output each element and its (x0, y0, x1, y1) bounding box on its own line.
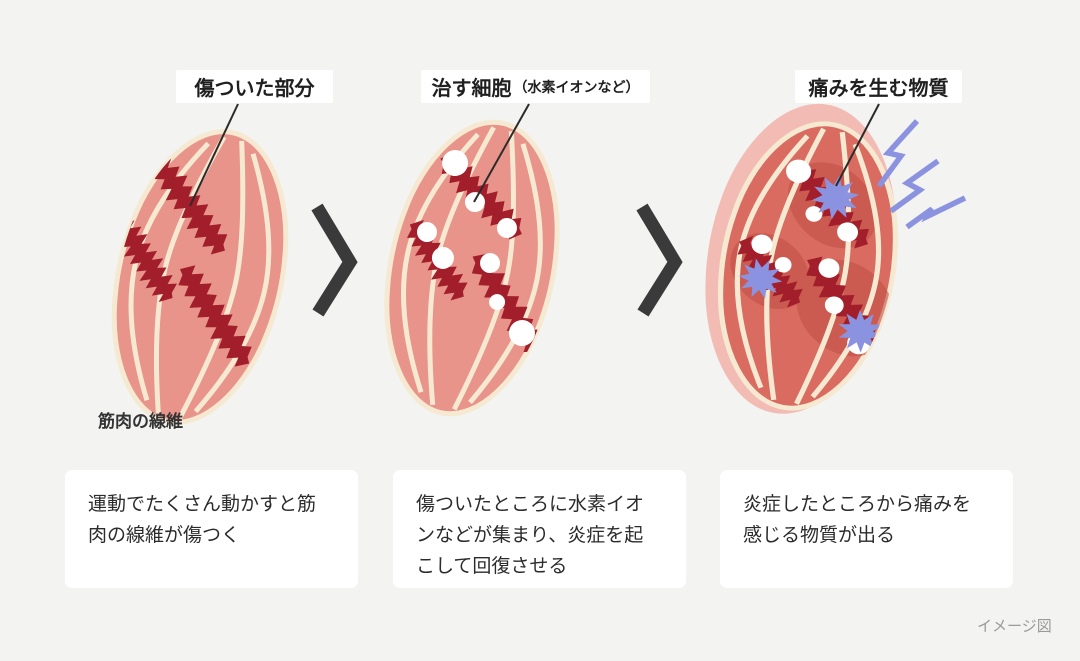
label-pain-substance-text: 痛みを生む物質 (808, 78, 949, 100)
caption-card-2: 傷ついたところに水素イオ ンなどが集まり、炎症を起 こして回復させる (393, 470, 686, 588)
lightning-icon (876, 119, 967, 230)
healing-cells (416, 149, 535, 347)
leader-lines (189, 103, 880, 207)
label-healing-cell: 治す細胞 （水素イオンなど） (421, 70, 650, 103)
leader-line-healing-cell (473, 103, 530, 203)
caption-card-3: 炎症したところから痛みを 感じる物質が出る (720, 470, 1013, 588)
label-healing-cell-text: 治す細胞 (431, 78, 512, 100)
caption-text-2: 傷ついたところに水素イオ ンなどが集まり、炎症を起 こして回復させる (416, 494, 645, 577)
chevron-right-icon (311, 203, 358, 317)
label-damaged-part-text: 傷ついた部分 (194, 78, 315, 100)
chevron-right-icon (636, 203, 683, 317)
caption-text-1: 運動でたくさん動かすと筋 肉の線維が傷つく (88, 494, 317, 546)
caption-card-1: 運動でたくさん動かすと筋 肉の線維が傷つく (65, 470, 358, 588)
label-pain-substance: 痛みを生む物質 (795, 70, 962, 103)
muscle-stage-2 (362, 106, 602, 433)
leader-line-damaged-part (189, 103, 239, 207)
label-healing-cell-note: （水素イオンなど） (513, 78, 640, 95)
caption-text-3: 炎症したところから痛みを 感じる物質が出る (743, 494, 972, 546)
muscle-stage-1 (70, 110, 313, 439)
muscle-stage-3 (682, 88, 950, 430)
image-note-label: イメージ図 (977, 618, 1052, 635)
label-damaged-part: 傷ついた部分 (176, 70, 333, 103)
leader-line-pain-substance (835, 103, 880, 187)
muscle-fiber-label: 筋肉の線維 (98, 412, 183, 431)
